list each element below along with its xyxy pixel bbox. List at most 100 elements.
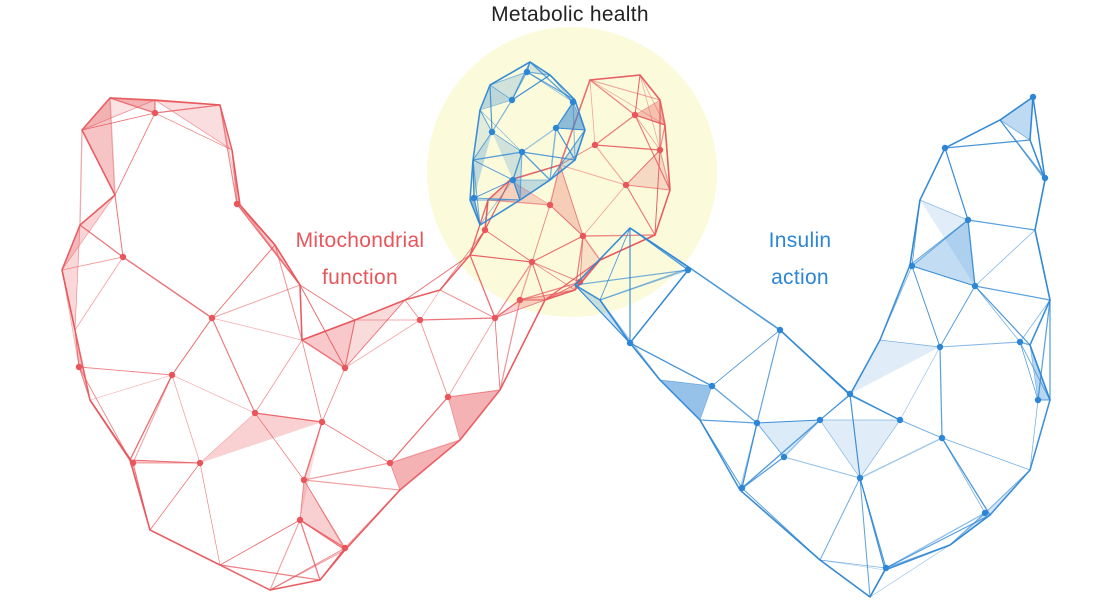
blue-fist-edge	[526, 71, 574, 103]
red-arm-edge	[625, 149, 661, 186]
red-arm-edge	[132, 374, 173, 464]
red-arm-edge	[447, 389, 501, 398]
blue-arm-edge	[911, 265, 976, 287]
red-arm-node	[341, 364, 349, 372]
red-arm-edge	[89, 374, 173, 401]
red-arm-node	[656, 146, 664, 154]
blue-arm-facet	[912, 220, 975, 286]
blue-fist-node	[569, 98, 577, 106]
blue-arm-edge	[859, 477, 871, 598]
red-arm-edge	[589, 79, 666, 126]
red-arm-edge	[582, 184, 627, 237]
red-arm-facet	[82, 98, 115, 195]
label-insulin-action: Insulin action	[755, 222, 845, 296]
blue-arm-edge	[756, 422, 785, 458]
blue-arm-node	[753, 419, 761, 427]
blue-arm-edge	[1029, 399, 1039, 471]
blue-fist-edge	[479, 109, 523, 153]
red-arm-edge	[344, 319, 421, 369]
red-arm-edge	[254, 412, 305, 481]
red-arm-edge	[499, 299, 521, 391]
red-arm-edge	[78, 366, 131, 461]
blue-fist-edge	[511, 74, 551, 101]
blue-fist-facet	[490, 72, 527, 100]
blue-arm-facet	[820, 420, 900, 478]
red-arm-edge	[74, 256, 124, 331]
blue-fist-edge	[491, 131, 523, 153]
blue-arm-edge	[574, 269, 689, 286]
red-arm-facet	[448, 390, 500, 440]
label-line: function	[322, 266, 398, 289]
blue-fist-edge	[489, 71, 528, 86]
label-line: action	[771, 266, 829, 289]
blue-arm-facet	[1000, 97, 1033, 140]
red-arm-edge	[582, 235, 601, 261]
red-arm-edge	[299, 284, 356, 321]
red-arm-edge	[269, 547, 346, 591]
blue-arm-node	[776, 326, 784, 334]
blue-fist-facet	[556, 102, 585, 130]
blue-fist-edge	[512, 179, 521, 201]
red-arm-edge	[419, 317, 496, 321]
blue-arm-facet	[850, 340, 940, 394]
blue-arm-node	[738, 484, 746, 492]
red-arm-edge	[211, 284, 301, 319]
blue-fist-edge	[526, 71, 576, 101]
red-arm-edge	[109, 97, 156, 114]
red-arm-edge	[659, 149, 671, 191]
red-arm-edge	[122, 256, 213, 319]
red-arm-outline	[61, 74, 671, 591]
red-arm-edge	[274, 244, 303, 341]
blue-fist-facet	[556, 102, 585, 130]
blue-arm-edge	[974, 229, 1036, 287]
blue-fist-edge	[472, 159, 481, 226]
red-arm-edge	[254, 412, 323, 423]
blue-arm-edge	[944, 139, 1031, 149]
blue-arm-edge	[599, 227, 631, 301]
blue-arm-edge	[974, 285, 1051, 301]
blue-fist-edge	[572, 101, 576, 161]
blue-arm-node	[856, 474, 864, 482]
red-arm-edge	[219, 104, 238, 205]
red-arm-edge	[154, 104, 221, 114]
red-arm-edge	[344, 299, 406, 369]
blue-arm-edge	[919, 199, 969, 221]
blue-fist-edge	[526, 71, 551, 76]
blue-arm-edge	[899, 419, 943, 439]
red-arm-edge	[321, 367, 346, 423]
red-arm-node	[129, 459, 137, 467]
red-arm-edge	[549, 164, 561, 206]
blue-fist-edge	[489, 84, 493, 133]
blue-arm-edge	[885, 512, 986, 569]
red-arm-edge	[81, 112, 156, 131]
blue-arm-edge	[967, 219, 1036, 231]
blue-arm-outline	[573, 95, 1051, 599]
red-arm-node	[444, 393, 452, 401]
red-arm-edge	[639, 74, 666, 126]
blue-arm-edge	[783, 456, 861, 479]
red-arm-facet	[390, 440, 460, 490]
red-arm-edge	[487, 199, 551, 206]
red-arm-edge	[404, 299, 421, 321]
red-arm-node	[491, 314, 499, 322]
red-arm-edge	[154, 99, 233, 151]
red-arm-edge	[109, 97, 116, 196]
red-arm-edge	[549, 204, 584, 237]
label-mitochondrial-function: Mitochondrial function	[270, 222, 450, 296]
red-arm-node	[579, 232, 587, 240]
red-arm-edge	[154, 112, 233, 151]
blue-arm-edge	[756, 329, 781, 424]
blue-arm-node	[1041, 174, 1049, 182]
blue-arm-facet	[920, 200, 975, 286]
blue-fist-edge	[472, 159, 514, 181]
blue-arm-edge	[967, 219, 976, 287]
blue-fist-outline	[469, 61, 586, 227]
blue-arm-edge	[783, 419, 821, 458]
red-arm-edge	[236, 203, 301, 286]
red-arm-edge	[579, 235, 584, 283]
blue-arm-node	[882, 564, 890, 572]
blue-fist-edge	[491, 99, 513, 133]
blue-arm-node	[908, 262, 916, 270]
blue-arm-edge	[941, 437, 986, 514]
